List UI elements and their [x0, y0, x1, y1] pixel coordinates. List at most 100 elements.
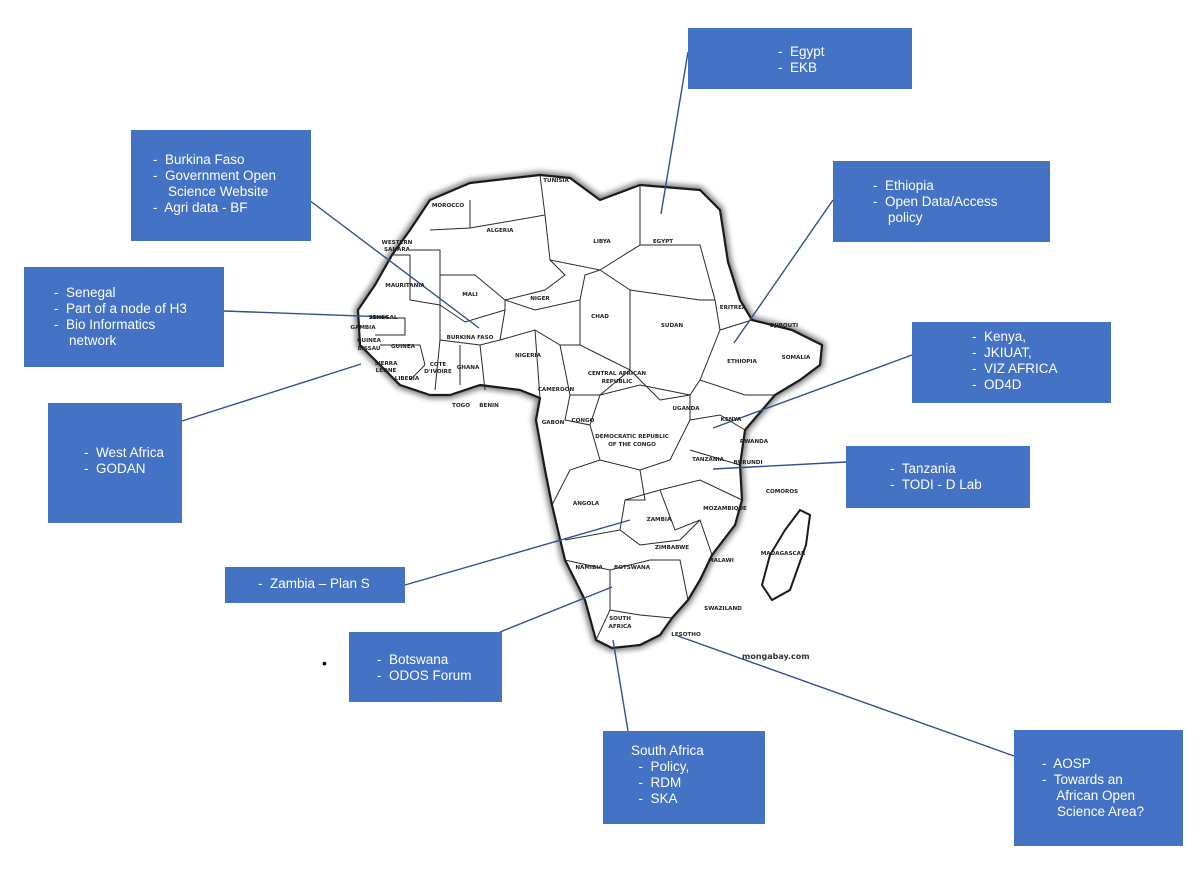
country-label-western-sahara-1: WESTERN — [382, 240, 413, 246]
connector-tanzania — [712, 461, 847, 470]
country-label-car-2: REPUBLIC — [602, 379, 633, 385]
connector-south-africa — [612, 639, 629, 732]
callout-botswana: - Botswana- ODOS Forum — [349, 632, 502, 702]
callout-line: - TODI - D Lab — [890, 477, 982, 492]
callout-line: African Open — [1042, 788, 1136, 803]
connector-ethiopia — [733, 199, 834, 344]
callout-kenya: - Kenya,- JKIUAT,- VIZ AFRICA- OD4D — [912, 322, 1111, 403]
callout-line: - Bio Informatics — [54, 317, 156, 332]
madagascar-outline — [760, 508, 812, 602]
country-label-namibia: NAMIBIA — [575, 565, 603, 571]
country-label-cameroon: CAMEROON — [538, 387, 575, 393]
country-label-chad: CHAD — [591, 314, 609, 320]
country-label-liberia: LIBERIA — [395, 376, 420, 382]
callout-egypt: - Egypt- EKB — [688, 28, 912, 89]
country-label-kenya: KENYA — [721, 417, 742, 423]
country-label-togo: TOGO — [452, 403, 470, 409]
map-credit: mongabay.com — [742, 652, 810, 661]
callout-line: - ODOS Forum — [377, 668, 472, 683]
callout-line: - Senegal — [54, 285, 116, 300]
callout-line: - GODAN — [84, 461, 146, 476]
country-label-burkina-faso: BURKINA FASO — [447, 335, 494, 341]
callout-line: - Government Open — [153, 168, 277, 183]
country-label-djibouti: DJIBOUTI — [770, 323, 798, 329]
callout-line: - AOSP — [1042, 756, 1091, 771]
country-label-somalia: SOMALIA — [782, 355, 811, 361]
country-label-botswana: BOTSWANA — [614, 565, 651, 571]
country-label-eritrea: ERITREA — [720, 305, 747, 311]
callout-burkina-faso: - Burkina Faso- Government Open Science … — [131, 130, 311, 241]
callout-line: - SKA — [631, 791, 678, 806]
country-label-uganda: UGANDA — [672, 406, 700, 412]
callout-line: Science Area? — [1042, 804, 1145, 819]
callout-line: - JKIUAT, — [972, 345, 1032, 360]
callout-aosp: - AOSP- Towards an African Open Science … — [1014, 730, 1183, 846]
callout-line: network — [54, 333, 117, 348]
connector-egypt — [660, 51, 689, 215]
country-label-malawi: MALAWI — [708, 558, 734, 564]
connector-senegal — [223, 310, 389, 318]
country-label-mali: MALI — [462, 292, 478, 298]
country-label-western-sahara-2: SAHARA — [384, 247, 411, 253]
country-label-zimbabwe: ZIMBABWE — [655, 545, 689, 551]
callout-line: - Policy, — [631, 759, 690, 774]
country-label-zambia: ZAMBIA — [647, 517, 672, 523]
connector-zambia — [404, 519, 631, 586]
country-label-cote-divoire-2: D'IVOIRE — [424, 369, 452, 375]
connector-burkina — [304, 196, 480, 329]
country-label-lesotho: LESOTHO — [671, 632, 701, 638]
connector-lines — [181, 51, 1015, 757]
callout-line: - Open Data/Access — [873, 194, 998, 209]
country-label-senegal: SENEGAL — [369, 315, 398, 321]
callout-south-africa: South Africa - Policy, - RDM - SKA — [603, 731, 765, 824]
callout-line: - RDM — [631, 775, 682, 790]
country-label-ghana: GHANA — [457, 365, 480, 371]
connector-aosp — [677, 635, 1015, 757]
country-label-tanzania: TANZANIA — [692, 457, 725, 463]
callout-line: South Africa — [631, 743, 704, 758]
callout-line: - West Africa — [84, 445, 165, 460]
country-label-drc-1: DEMOCRATIC REPUBLIC — [595, 434, 669, 440]
country-label-gambia: GAMBIA — [350, 325, 376, 331]
country-label-benin: BENIN — [479, 403, 499, 409]
country-label-sierra-leone-2: LEONE — [376, 368, 397, 374]
country-label-rwanda: RWANDA — [740, 439, 769, 445]
callout-line: Science Website — [153, 184, 269, 199]
country-borders — [370, 174, 775, 641]
callout-line: - Kenya, — [972, 329, 1027, 344]
callout-line: - OD4D — [972, 377, 1022, 392]
callout-line: - Part of a node of H3 — [54, 301, 187, 316]
callout-line: - Egypt — [778, 44, 825, 59]
callout-senegal: - Senegal- Part of a node of H3- Bio Inf… — [24, 267, 224, 367]
country-label-niger: NIGER — [530, 296, 550, 302]
stray-bullet: • — [322, 655, 327, 671]
callout-line: - Zambia – Plan S — [258, 576, 370, 591]
country-label-south-africa-2: AFRICA — [609, 624, 633, 630]
connector-west-africa — [181, 363, 362, 422]
continent-outline — [356, 173, 824, 650]
country-label-ethiopia: ETHIOPIA — [727, 359, 757, 365]
country-label-algeria: ALGERIA — [486, 228, 514, 234]
country-label-drc-2: OF THE CONGO — [608, 442, 656, 448]
country-label-egypt: EGYPT — [653, 239, 673, 245]
callout-line: - EKB — [778, 60, 818, 75]
country-label-mauritania: MAURITANIA — [385, 283, 425, 289]
callout-line: - Burkina Faso — [153, 152, 245, 167]
callout-line: policy — [873, 210, 923, 225]
country-label-south-africa-1: SOUTH — [609, 616, 631, 622]
country-label-cote-divoire-1: COTE — [430, 362, 447, 368]
country-label-madagascar: MADAGASCAR — [761, 551, 806, 557]
callout-line: - Ethiopia — [873, 178, 934, 193]
country-label-gabon: GABON — [542, 420, 565, 426]
country-label-morocco: MOROCCO — [432, 203, 465, 209]
callout-west-africa: - West Africa- GODAN — [48, 403, 182, 523]
callout-ethiopia: - Ethiopia- Open Data/Access policy — [833, 161, 1050, 242]
country-label-nigeria: NIGERIA — [515, 353, 542, 359]
country-label-sierra-leone-1: SIERRA — [375, 361, 399, 367]
callout-line: - Towards an — [1042, 772, 1123, 787]
country-label-swaziland: SWAZILAND — [704, 606, 742, 612]
country-label-angola: ANGOLA — [573, 501, 600, 507]
country-label-mozambique: MOZAMBIQUE — [703, 506, 747, 512]
